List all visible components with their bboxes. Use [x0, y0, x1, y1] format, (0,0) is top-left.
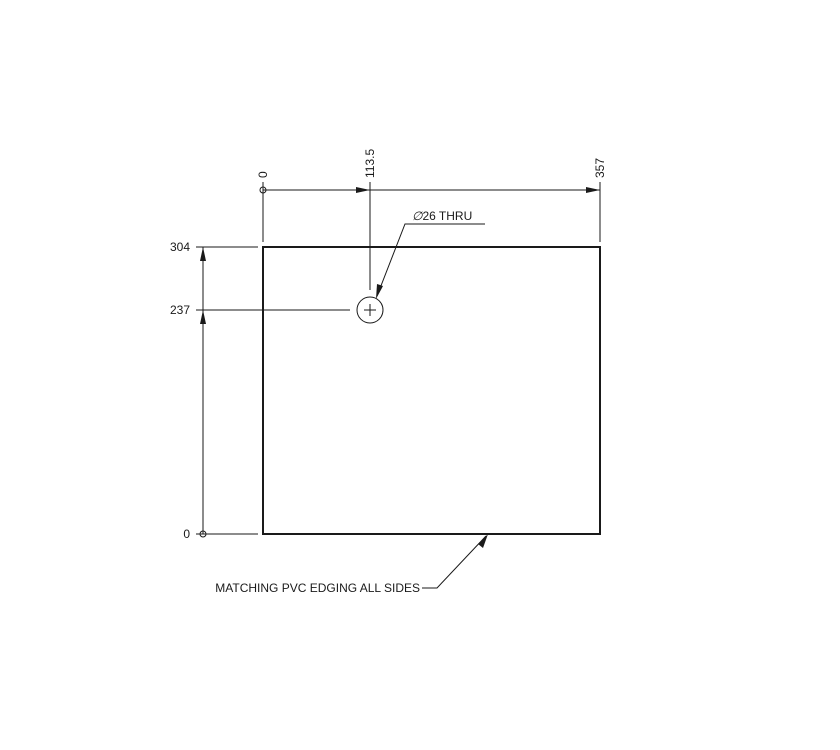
y-origin-marker: [199, 530, 207, 538]
x-label-origin: 0: [256, 171, 270, 178]
diameter-symbol: ∅: [412, 209, 423, 223]
y-label-top: 304: [170, 240, 190, 254]
panel-outline: [262, 246, 601, 535]
edge-note-label: MATCHING PVC EDGING ALL SIDES: [215, 581, 420, 595]
y-label-hole: 237: [170, 303, 190, 317]
hole-callout-text: 26 THRU: [422, 209, 472, 223]
x-label-hole: 113.5: [363, 149, 377, 178]
y-label-origin: 0: [183, 527, 190, 541]
x-arrow-hole: [356, 187, 370, 193]
hole-callout-arrow: [376, 284, 383, 299]
x-label-width: 357: [593, 158, 607, 178]
edge-note-leader: [422, 535, 487, 589]
x-arrow-width: [586, 187, 600, 193]
hole-callout-label: ∅26 THRU: [412, 209, 472, 223]
hole-callout-leader: [376, 223, 485, 297]
x-origin-marker: [259, 186, 267, 194]
y-arrow-hole: [200, 310, 206, 324]
hole-circle: [356, 296, 384, 324]
edge-note-arrow: [478, 534, 488, 548]
y-arrow-top: [200, 247, 206, 261]
